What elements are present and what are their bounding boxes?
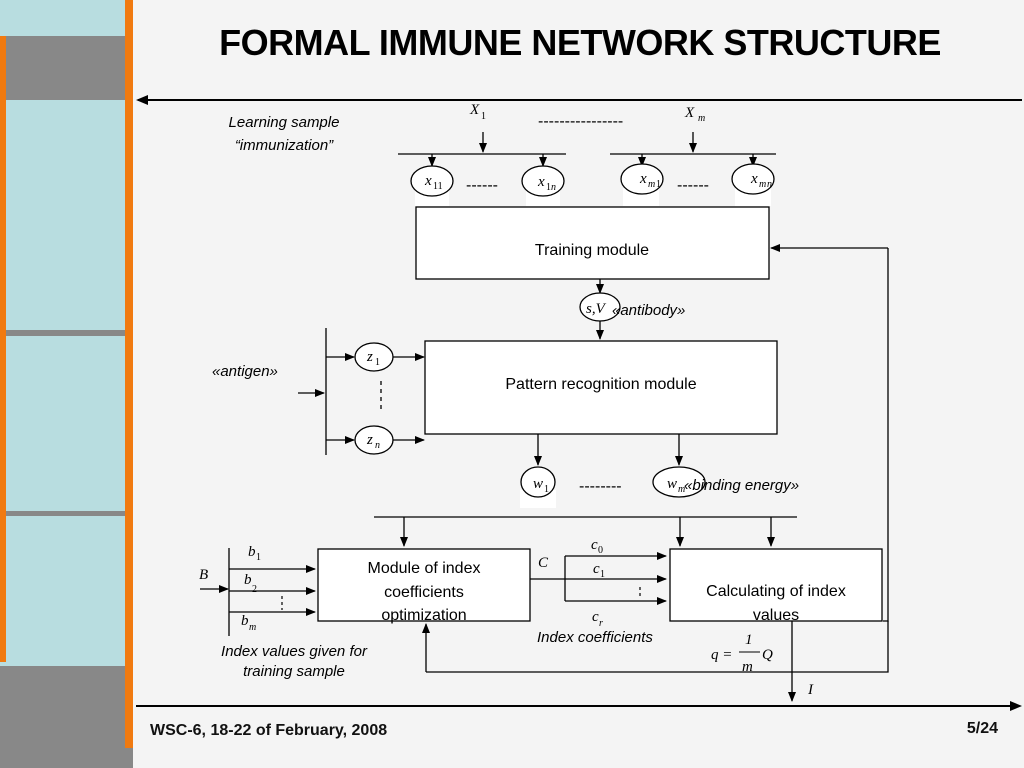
xm1-sub-1: 1 xyxy=(656,179,661,190)
optimization-module-box xyxy=(317,548,531,622)
optimization-label-2: coefficients xyxy=(384,584,464,601)
c0-letter: c xyxy=(591,537,598,553)
decor-segment-cyan xyxy=(0,100,125,330)
xmn-sub-m: m xyxy=(759,179,766,190)
antigen-label: «antigen» xyxy=(212,363,278,380)
binding-energy-label: «binding energy» xyxy=(684,477,799,494)
x1-symbol: X xyxy=(469,102,480,118)
c0-sub: 0 xyxy=(598,545,603,556)
b2-sub: 2 xyxy=(252,584,257,595)
formula-q: Q xyxy=(762,647,773,663)
footer-text: WSC-6, 18-22 of February, 2008 xyxy=(150,722,388,739)
bm-sub: m xyxy=(249,622,256,633)
slide-title: FORMAL IMMUNE NETWORK STRUCTURE xyxy=(219,22,941,63)
xm-symbol: X xyxy=(684,105,695,121)
formula-denominator: m xyxy=(742,659,753,675)
x1-subscript: 1 xyxy=(481,111,486,122)
w1-letter: w xyxy=(533,476,543,492)
calculating-module-box xyxy=(669,548,883,622)
feedback-line-right xyxy=(883,248,889,622)
xm1-sub-m: m xyxy=(648,179,655,190)
x1n-node xyxy=(521,165,565,197)
learning-sample-label: Learning sample xyxy=(229,114,340,131)
b2-letter: b xyxy=(244,572,252,588)
xm1-node xyxy=(620,163,664,195)
x1n-sub-n: n xyxy=(551,182,556,193)
x-dashes: ---------------- xyxy=(538,113,623,130)
xm-subscript: m xyxy=(698,113,705,124)
xm-node-dashes: ------ xyxy=(677,177,709,194)
decor-segment-cyan xyxy=(0,336,125,511)
learning-sample-label-2: “immunization” xyxy=(235,137,334,154)
x1n-letter: x xyxy=(537,174,545,190)
b-symbol: B xyxy=(199,567,208,583)
cr-sub: r xyxy=(599,618,603,629)
xmn-letter: x xyxy=(750,171,758,187)
optimization-label-1: Module of index xyxy=(368,560,481,577)
x11-letter: x xyxy=(424,173,432,189)
page-number: 5/24 xyxy=(966,720,998,737)
zn-sub: n xyxy=(375,440,380,451)
z1-letter: z xyxy=(366,349,373,365)
zn-letter: z xyxy=(366,432,373,448)
wm-letter: w xyxy=(667,476,677,492)
sv-symbol: s,V xyxy=(586,301,607,317)
index-values-label: Index values given for xyxy=(221,643,368,660)
accent-bar xyxy=(125,0,133,748)
feedback-line-bottom xyxy=(426,621,889,673)
cr-letter: c xyxy=(592,609,599,625)
pattern-module-label: Pattern recognition module xyxy=(505,376,696,393)
wm-node xyxy=(652,466,706,498)
left-accent-bar xyxy=(0,36,6,662)
xm1-letter: x xyxy=(639,171,647,187)
q-equals: q = xyxy=(711,647,732,663)
training-module-label: Training module xyxy=(535,242,649,259)
antibody-label: «antibody» xyxy=(612,302,685,319)
x11-node xyxy=(410,165,454,197)
index-values-label-2: training sample xyxy=(243,663,345,680)
xmn-node xyxy=(731,163,775,195)
calculating-label-2: values xyxy=(753,607,799,624)
b1-sub: 1 xyxy=(256,552,261,563)
w1-sub: 1 xyxy=(544,484,549,495)
decor-segment-cyan xyxy=(0,516,125,666)
x1n-sub-1: 1 xyxy=(546,182,551,193)
xmn-sub-n: n xyxy=(767,179,772,190)
left-decor-strip xyxy=(0,0,133,768)
pattern-module-box xyxy=(424,340,778,435)
decor-segment-cyan xyxy=(0,0,125,36)
zn-node xyxy=(354,425,394,455)
optimization-label-3: optimization xyxy=(381,607,466,624)
c1-letter: c xyxy=(593,561,600,577)
c1-sub: 1 xyxy=(600,569,605,580)
z1-node xyxy=(354,342,394,372)
c-symbol: C xyxy=(538,555,549,571)
b1-letter: b xyxy=(248,544,256,560)
wm-sub: m xyxy=(678,484,685,495)
bm-letter: b xyxy=(241,613,249,629)
i-symbol: I xyxy=(807,682,814,698)
index-coefficients-label: Index coefficients xyxy=(537,629,653,646)
w1-node xyxy=(520,466,556,498)
x1-node-dashes: ------ xyxy=(466,177,498,194)
x11-sub: 11 xyxy=(433,181,443,192)
w-dashes: -------- xyxy=(579,478,622,495)
z1-sub: 1 xyxy=(375,357,380,368)
top-rule-arrowhead xyxy=(136,95,148,105)
bottom-rule-arrowhead xyxy=(1010,701,1022,711)
training-module-box xyxy=(415,206,770,280)
formula-numerator: 1 xyxy=(745,632,753,648)
calculating-label-1: Calculating of index xyxy=(706,583,846,600)
